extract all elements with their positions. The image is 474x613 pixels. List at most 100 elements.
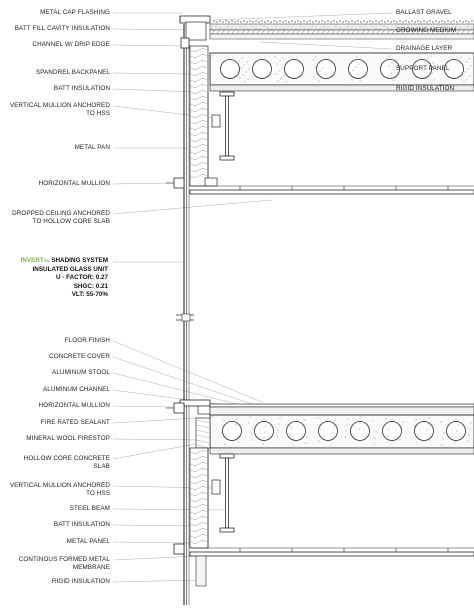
ballast-gravel-dot — [393, 20, 395, 22]
concrete-stipple — [443, 432, 445, 434]
growing-medium-dot — [467, 26, 469, 28]
ballast-gravel-dot — [327, 20, 329, 22]
leader-rigid-insulation-bottom — [112, 579, 205, 583]
concrete-stipple — [322, 67, 324, 69]
channel-drip-edge-shape — [180, 37, 190, 49]
growing-medium-dot — [215, 26, 217, 28]
leader-concrete-cover — [112, 356, 253, 405]
ballast-gravel-dot — [459, 20, 461, 22]
concrete-stipple — [304, 419, 306, 421]
aluminum-channel-shape — [197, 405, 211, 415]
ballast-gravel-dot — [312, 21, 314, 23]
ballast-gravel-dot — [387, 20, 389, 22]
concrete-stipple — [386, 441, 388, 443]
ballast-gravel-dot — [243, 20, 245, 22]
ballast-gravel-dot — [405, 20, 407, 22]
concrete-stipple — [388, 65, 390, 67]
batt-insulation-squiggle — [190, 132, 208, 136]
firestop-hatch — [196, 434, 210, 439]
concrete-stipple — [442, 438, 444, 440]
hollow-core-void — [286, 421, 306, 441]
batt-insulation-squiggle — [190, 486, 208, 490]
concrete-stipple — [237, 70, 239, 72]
concrete-stipple — [359, 422, 361, 424]
growing-medium-dot — [295, 28, 297, 30]
batt-insulation-squiggle — [190, 66, 208, 70]
growing-medium-dot — [363, 27, 365, 29]
label-fire-rated-sealant: FIRE RATED SEALANT — [41, 419, 110, 427]
ballast-gravel-dot — [378, 21, 380, 23]
leader-channel-drip-edge — [112, 44, 186, 47]
ballast-gravel-dot — [336, 21, 338, 23]
hollow-core-void — [220, 59, 240, 79]
drainage-zigzag — [226, 29, 230, 35]
concrete-stipple — [237, 441, 239, 443]
growing-medium-dot — [299, 26, 301, 28]
concrete-stipple — [344, 436, 346, 438]
growing-medium-dot — [303, 27, 305, 29]
ballast-gravel-dot — [261, 20, 263, 22]
concrete-stipple — [392, 79, 394, 81]
ballast-gravel-dot — [216, 21, 218, 23]
drainage-zigzag — [406, 29, 410, 35]
concrete-stipple — [318, 80, 320, 82]
ballast-gravel-dot — [276, 21, 278, 23]
growing-medium-dot — [391, 28, 393, 30]
drainage-zigzag — [301, 29, 305, 35]
hollow-core-void — [318, 421, 338, 441]
concrete-stipple — [224, 443, 226, 445]
label-text: BATT FILL CAVITY INSULATION — [14, 25, 110, 32]
concrete-stipple — [246, 61, 248, 63]
growing-medium-dot — [383, 26, 385, 28]
spec-vlt: VLT: 55-70% — [71, 291, 108, 299]
concrete-stipple — [252, 427, 254, 429]
concrete-stipple — [283, 74, 285, 76]
ballast-gravel-dot — [453, 20, 455, 22]
ballast-gravel-dot — [231, 20, 233, 22]
concrete-stipple — [318, 440, 320, 442]
ballast-gravel-dot — [360, 21, 362, 23]
batt-insulation-squiggle — [190, 84, 208, 88]
label-aluminum-stool: ALUMINUM STOOL — [52, 369, 110, 377]
batt-insulation-squiggle — [190, 150, 208, 154]
drainage-zigzag — [391, 29, 395, 35]
label-text: CONTINOUS FORMED METAL — [18, 556, 110, 563]
leader-batt-insulation-bottom — [112, 524, 197, 527]
concrete-stipple — [454, 442, 456, 444]
batt-insulation-squiggle — [190, 174, 208, 178]
concrete-stipple — [399, 439, 401, 441]
batt-insulation-squiggle — [190, 168, 208, 172]
hollow-core-void — [382, 421, 402, 441]
spec-trademark: TM — [43, 258, 50, 263]
label-text: STEEL BEAM — [69, 505, 110, 512]
hollow-core-void — [254, 421, 274, 441]
label-text: METAL PAN — [74, 144, 110, 151]
label-text-line2: TO HSS — [86, 109, 110, 117]
concrete-stipple — [360, 416, 362, 418]
label-text: SPANDREL BACKPANEL — [35, 69, 110, 76]
hollow-core-void — [412, 59, 432, 79]
concrete-stipple — [235, 424, 237, 426]
label-floor-finish: FLOOR FINISH — [65, 337, 110, 345]
concrete-stipple — [221, 432, 223, 434]
dropped-ceiling-lower — [189, 551, 474, 557]
concrete-stipple — [461, 74, 463, 76]
concrete-stipple — [372, 420, 374, 422]
spec-u-factor: U - FACTOR: 0.27 — [55, 274, 108, 282]
concrete-stipple — [355, 66, 357, 68]
concrete-stipple — [264, 431, 266, 433]
ballast-gravel-dot — [285, 20, 287, 22]
ballast-gravel-dot — [324, 21, 326, 23]
growing-medium-dot — [411, 27, 413, 29]
label-support-panel: SUPPORT PANEL — [396, 65, 450, 72]
concrete-stipple — [305, 442, 307, 444]
leader-dropped-ceiling — [112, 199, 273, 215]
leader-ballast-gravel — [213, 12, 393, 21]
ballast-gravel-dot — [423, 20, 425, 22]
concrete-stipple — [388, 429, 390, 431]
ballast-gravel-dot — [240, 21, 242, 23]
label-metal-cap-flashing: METAL CAP FLASHING — [40, 9, 110, 17]
drainage-zigzag — [336, 29, 340, 35]
concrete-stipple — [414, 425, 416, 427]
label-text: HOLLOW CORE CONCRETE — [23, 455, 110, 462]
